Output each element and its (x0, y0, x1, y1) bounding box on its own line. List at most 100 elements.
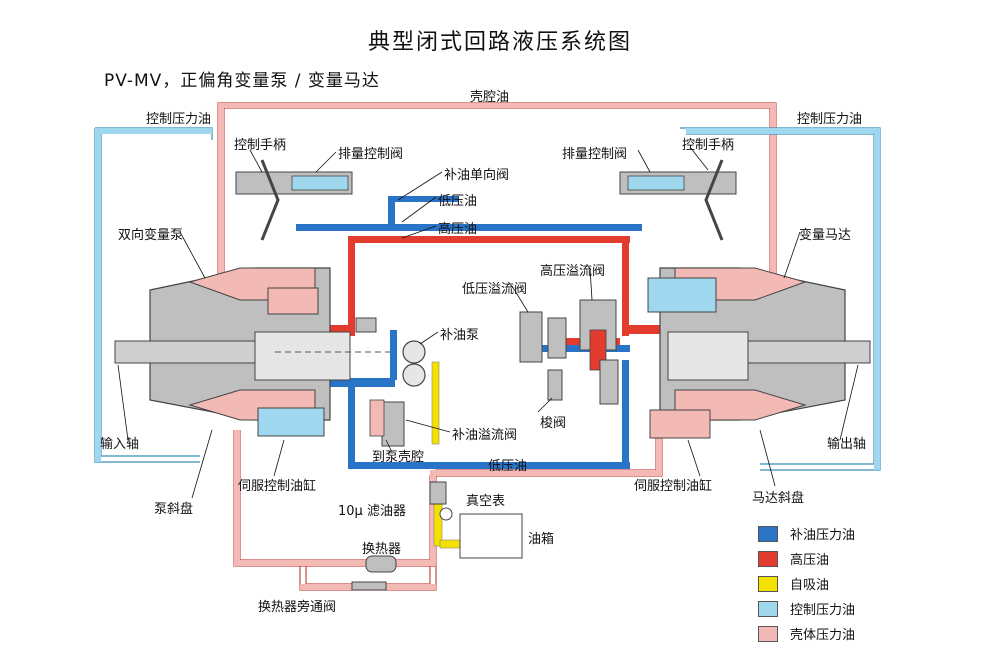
pump-servo-cylinder (257, 407, 325, 437)
label-displacement-valve-right: 排量控制阀 (562, 147, 628, 162)
label-heat-exchanger-bypass: 换热器旁通阀 (258, 600, 337, 615)
charge-line-left-drop (348, 380, 355, 469)
charge-check-valve-body (355, 317, 377, 333)
case-fill-bottom-right (396, 560, 430, 566)
label-input-shaft: 输入轴 (100, 437, 140, 452)
displacement-valves (235, 159, 737, 241)
motor-servo-cylinder-bottom (649, 409, 711, 439)
label-pump-swashplate: 泵斜盘 (154, 502, 194, 517)
legend-swatch (758, 551, 778, 567)
legend-swatch (758, 526, 778, 542)
case-fill-bottom (240, 560, 366, 566)
case-fill-return (436, 470, 662, 476)
control-fill-left-top (95, 128, 212, 134)
legend-label: 壳体压力油 (790, 628, 856, 643)
legend-item-control: 控制压力油 (758, 597, 978, 622)
pump-body (114, 267, 390, 437)
label-control-pressure-left: 控制压力油 (146, 112, 212, 127)
charge-line-pump (390, 330, 397, 380)
case-fill-motor-drop (656, 430, 662, 470)
case-fill-bottom-left (234, 430, 240, 566)
high-line-top (348, 236, 630, 243)
label-charge-relief-valve: 补油溢流阀 (452, 428, 518, 443)
control-fill (95, 128, 880, 470)
legend-item-suction: 自吸油 (758, 572, 978, 597)
legend-swatch (758, 626, 778, 642)
label-shell-cavity-oil: 壳腔油 (470, 90, 510, 105)
charge-line-right-drop (622, 360, 629, 469)
label-vacuum-gauge: 真空表 (466, 494, 506, 509)
label-displacement-valve-left: 排量控制阀 (338, 147, 404, 162)
vacuum-gauge-dial (439, 507, 453, 521)
label-variable-motor: 变量马达 (799, 228, 852, 243)
legend-label: 控制压力油 (790, 603, 856, 618)
tank-group (351, 481, 523, 591)
charge-line-check (388, 196, 458, 202)
label-control-handle-left: 控制手柄 (234, 138, 287, 153)
relief-valve-group (519, 299, 619, 405)
diagram-subtitle: PV-MV，正偏角变量泵 / 变量马达 (104, 71, 380, 91)
tank-body (459, 513, 523, 559)
label-high-pressure-relief-valve: 高压溢流阀 (540, 264, 606, 279)
pump-servo-cylinder-top (267, 287, 319, 315)
case-fill-left (218, 108, 224, 290)
control-handle-right-arm (704, 159, 724, 241)
label-output-shaft: 输出轴 (827, 437, 867, 452)
charge-line-valves (520, 345, 630, 352)
label-charge-pump: 补油泵 (440, 328, 480, 343)
label-filter: 10μ 滤油器 (338, 504, 406, 519)
control-fill-left (95, 128, 101, 462)
filter-body (429, 481, 447, 505)
case-fill-right (770, 108, 776, 290)
bypass-valve-body (351, 581, 387, 591)
legend-label: 自吸油 (790, 578, 830, 593)
label-to-pump-case: 到泵壳腔 (372, 450, 425, 465)
charge-relief-valve-body (381, 401, 405, 447)
legend-label: 补油压力油 (790, 528, 856, 543)
charge-line-riser (388, 196, 395, 226)
case-fill-top (218, 103, 776, 108)
high-line-right (622, 236, 629, 336)
legend-item-case: 壳体压力油 (758, 622, 978, 647)
charge-pump-gear-bottom (402, 363, 426, 387)
label-charge-check-valve: 补油单向阀 (444, 168, 510, 183)
label-servo-cylinder-right: 伺服控制油缸 (634, 479, 713, 494)
low-pressure-relief-valve-body (519, 311, 543, 363)
diagram-title: 典型闭式回路液压系统图 (367, 30, 632, 55)
shuttle-valve-body (599, 359, 619, 405)
control-fill-right (874, 128, 880, 470)
legend-item-high: 高压油 (758, 547, 978, 572)
label-tank: 油箱 (528, 532, 555, 547)
legend-label: 高压油 (790, 553, 830, 568)
legend-swatch (758, 576, 778, 592)
case-line-bottom-left-inner (239, 430, 366, 561)
label-low-pressure-oil-top: 低压油 (438, 194, 478, 209)
label-servo-cylinder-left: 伺服控制油缸 (238, 479, 317, 494)
leader-lines (117, 146, 859, 499)
high-line-left (348, 236, 355, 336)
case-line-top-inner (223, 107, 771, 128)
label-heat-exchanger: 换热器 (362, 542, 402, 557)
label-control-handle-right: 控制手柄 (682, 138, 735, 153)
case-line-bottom-left (233, 430, 366, 567)
motor-servo-cylinder (647, 277, 717, 313)
legend-item-charge: 补油压力油 (758, 522, 978, 547)
charge-line-bottom (348, 462, 630, 469)
input-shaft-body (114, 340, 276, 364)
label-low-pressure-relief-valve: 低压溢流阀 (462, 282, 528, 297)
control-handle-left-arm (260, 159, 280, 241)
charge-line-top (296, 224, 642, 231)
suction-line-pump (431, 361, 440, 445)
legend: 补油压力油 高压油 自吸油 控制压力油 壳体压力油 (758, 522, 978, 647)
label-low-pressure-oil-bottom: 低压油 (488, 459, 528, 474)
label-shuttle-valve: 梭阀 (540, 416, 567, 431)
heat-exchanger-body (365, 555, 397, 573)
legend-swatch (758, 601, 778, 617)
motor-body (647, 267, 871, 439)
case-fill-riser (430, 470, 436, 566)
label-bidirectional-pump: 双向变量泵 (118, 228, 184, 243)
control-fill-right-top (686, 128, 880, 134)
label-motor-swashplate: 马达斜盘 (752, 491, 805, 506)
